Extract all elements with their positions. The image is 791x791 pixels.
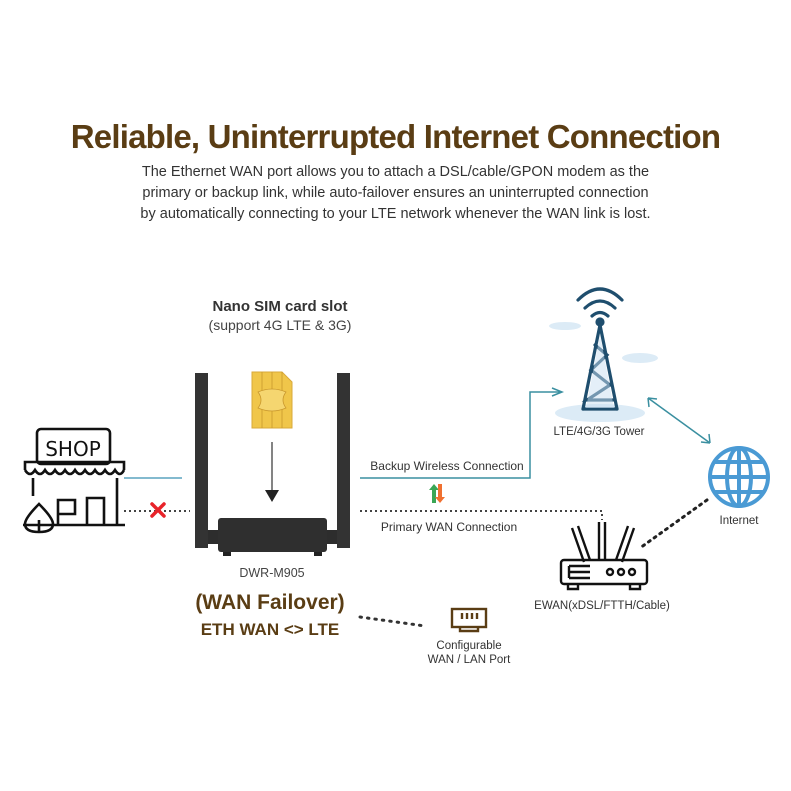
arrow-right-icon xyxy=(551,387,565,397)
failover-title: (WAN Failover) xyxy=(195,591,345,614)
arrow-upleft-icon xyxy=(647,397,658,408)
sim-slot-title: Nano SIM card slot xyxy=(212,298,348,315)
description-line: primary or backup link, while auto-failo… xyxy=(142,185,649,201)
arrow-downright-icon xyxy=(700,433,711,444)
sim-slot-subtitle: (support 4G LTE & 3G) xyxy=(208,317,352,333)
globe-icon xyxy=(708,446,770,508)
modem-icon xyxy=(559,522,649,591)
fail-x-icon xyxy=(150,502,166,518)
page-description: The Ethernet WAN port allows you to atta… xyxy=(0,162,791,225)
swap-arrows-icon xyxy=(429,484,445,503)
failover-port-link xyxy=(358,615,427,628)
tower-label: LTE/4G/3G Tower xyxy=(554,426,645,438)
ewan-internet-link xyxy=(638,498,709,550)
shop-sign-text: SHOP xyxy=(45,437,101,461)
cloud-icon xyxy=(549,322,658,422)
sim-card-icon xyxy=(251,371,293,429)
internet-label: Internet xyxy=(720,515,760,527)
primary-wan-link xyxy=(360,510,603,520)
backup-wireless-link xyxy=(360,391,560,479)
description-line: by automatically connecting to your LTE … xyxy=(140,206,651,222)
arrow-down-icon xyxy=(265,490,279,502)
primary-connection-label: Primary WAN Connection xyxy=(381,520,517,534)
description-line: The Ethernet WAN port allows you to atta… xyxy=(141,164,650,180)
router-model-label: DWR-M905 xyxy=(239,566,304,580)
tower-internet-link xyxy=(647,397,711,444)
ethernet-port-icon xyxy=(450,607,488,633)
backup-connection-label: Backup Wireless Connection xyxy=(370,459,523,473)
tower-fill xyxy=(586,335,614,408)
router-image xyxy=(195,373,350,556)
port-label-line2: WAN / LAN Port xyxy=(428,654,511,666)
failover-subtitle: ETH WAN <> LTE xyxy=(200,620,340,639)
ewan-label: EWAN(xDSL/FTTH/Cable) xyxy=(534,600,670,612)
shop-icon xyxy=(23,427,126,534)
page-title: Reliable, Uninterrupted Internet Connect… xyxy=(70,118,721,155)
port-label-line1: Configurable xyxy=(436,640,501,652)
